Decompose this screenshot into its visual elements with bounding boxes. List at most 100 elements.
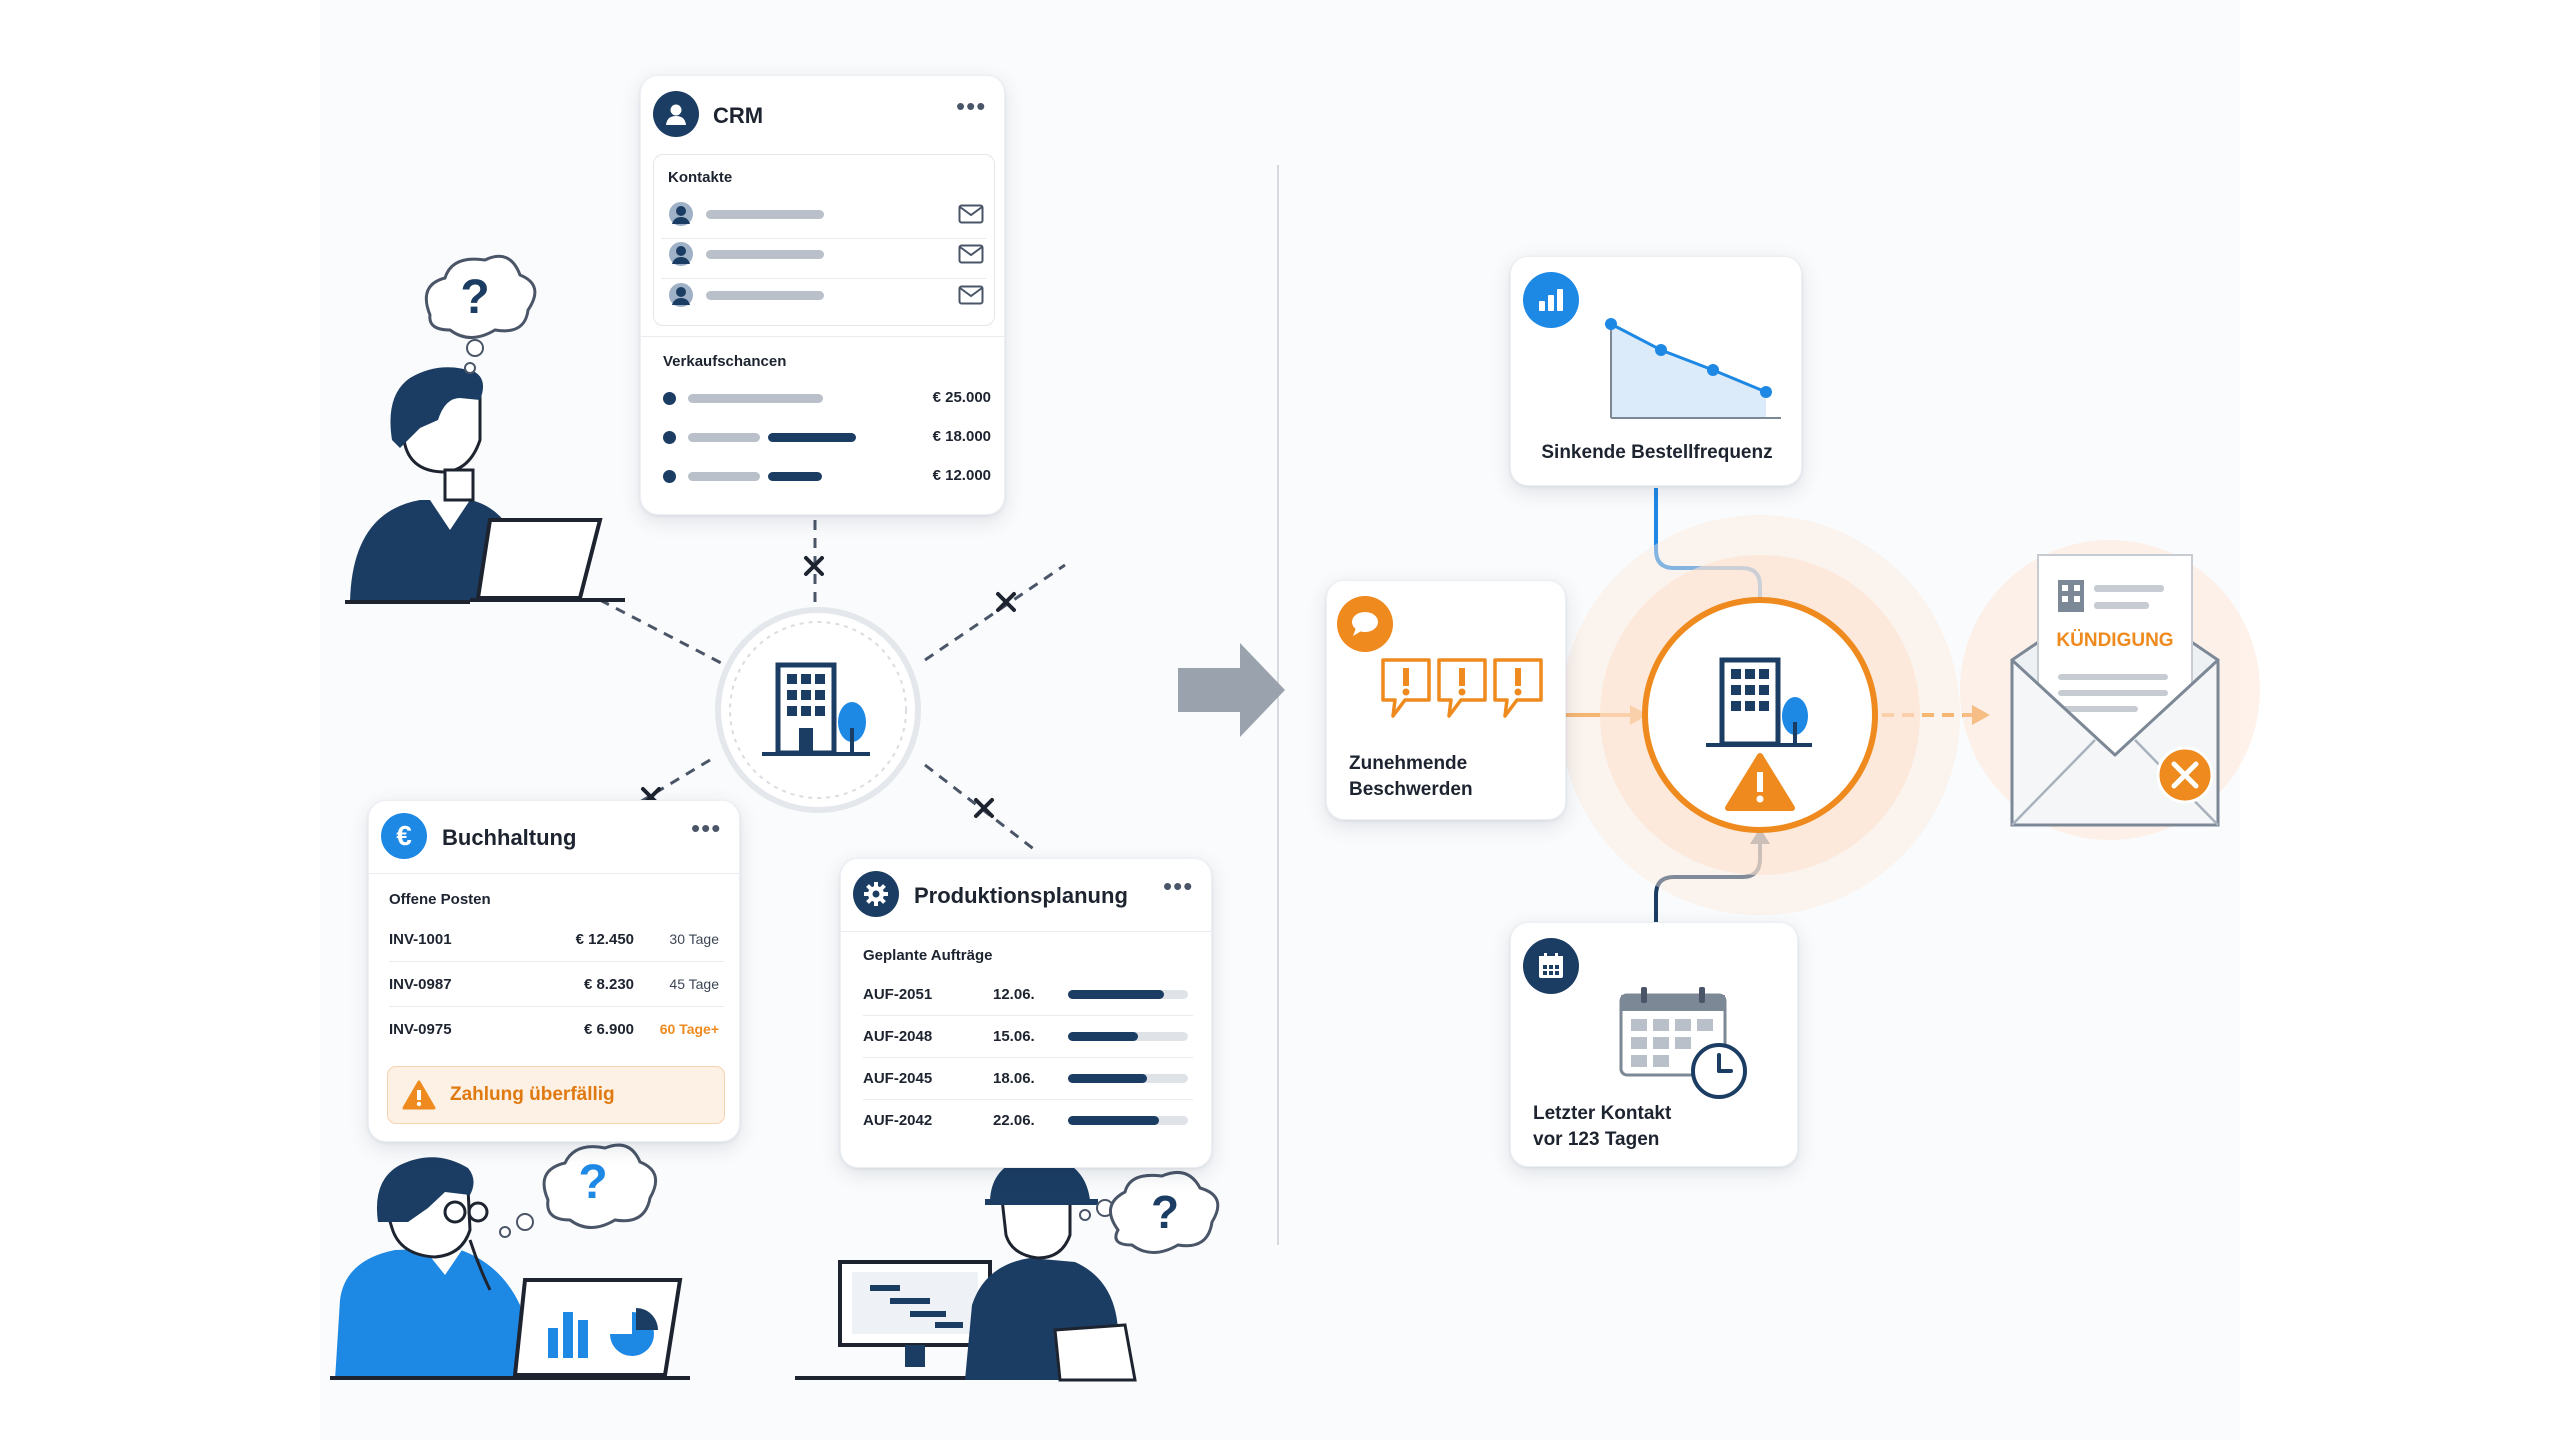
invoice-age: 45 Tage <box>669 976 719 992</box>
contacts-label: Kontakte <box>668 169 733 186</box>
gantt-chart <box>870 1285 963 1328</box>
thought-bubble <box>499 1143 658 1238</box>
overdue-alert[interactable]: Zahlung überfällig <box>387 1066 725 1124</box>
order-date: 18.06. <box>993 1070 1035 1087</box>
person-production-user <box>795 1155 1220 1382</box>
more-options-icon[interactable]: ••• <box>956 91 987 121</box>
more-options-icon[interactable]: ••• <box>1163 871 1194 901</box>
contact-row[interactable] <box>668 201 988 231</box>
divider <box>863 1015 1193 1016</box>
calendar-icon <box>1523 938 1579 994</box>
invoice-row[interactable]: INV-0987 € 8.230 45 Tage <box>389 966 724 1002</box>
person-accounting-user <box>330 1143 690 1380</box>
order-progress <box>1068 990 1164 999</box>
euro-icon: € <box>381 813 427 859</box>
close-icon <box>2156 746 2214 804</box>
open-items-label: Offene Posten <box>389 891 491 908</box>
production-card[interactable]: Produktionsplanung ••• Geplante Aufträge… <box>840 858 1213 1168</box>
opportunity-bar <box>688 433 760 442</box>
crm-card[interactable]: CRM ••• Kontakte Verkaufschance <box>640 75 1006 515</box>
planned-orders-label: Geplante Aufträge <box>863 947 993 964</box>
complaint-icons <box>1381 658 1543 718</box>
invoice-id: INV-0987 <box>389 976 452 993</box>
opportunities-label: Verkaufschancen <box>663 353 787 370</box>
mail-icon <box>958 204 984 224</box>
contact-placeholder <box>706 210 824 219</box>
order-row[interactable]: AUF-2045 18.06. <box>863 1061 1198 1095</box>
opportunity-row[interactable]: € 25.000 <box>663 386 993 410</box>
divider <box>863 1057 1193 1058</box>
contact-placeholder <box>706 250 824 259</box>
question-mark: ? <box>578 1156 608 1209</box>
complaints-card[interactable]: Zunehmende Beschwerden <box>1326 580 1566 820</box>
overdue-alert-text: Zahlung überfällig <box>450 1084 615 1105</box>
divider <box>661 238 986 239</box>
divider <box>863 1099 1193 1100</box>
last-contact-card[interactable]: Letzter Kontakt vor 123 Tagen <box>1510 922 1798 1167</box>
order-id: AUF-2042 <box>863 1112 933 1129</box>
question-mark: ? <box>460 271 490 324</box>
crm-title: CRM <box>713 103 764 128</box>
contact-placeholder <box>706 291 824 300</box>
user-icon <box>653 91 699 137</box>
order-row[interactable]: AUF-2042 22.06. <box>863 1103 1198 1137</box>
invoice-id: INV-1001 <box>389 931 452 948</box>
thought-bubble <box>424 254 537 374</box>
tree-icon <box>838 702 866 754</box>
order-progress <box>1068 1074 1147 1083</box>
order-progress <box>1068 1032 1138 1041</box>
divider <box>841 931 1213 932</box>
divider <box>369 873 741 874</box>
order-progress <box>1068 1116 1159 1125</box>
order-date: 15.06. <box>993 1028 1035 1045</box>
order-row[interactable]: AUF-2051 12.06. <box>863 977 1198 1011</box>
invoice-id: INV-0975 <box>389 1021 452 1038</box>
contacts-box <box>653 154 995 326</box>
opportunity-bar <box>688 394 823 403</box>
clock-icon <box>1691 1043 1747 1099</box>
order-id: AUF-2048 <box>863 1028 933 1045</box>
tree-icon <box>1782 697 1808 745</box>
opportunity-row[interactable]: € 12.000 <box>663 464 993 488</box>
opportunity-value: € 12.000 <box>932 467 991 484</box>
mail-icon <box>958 285 984 305</box>
opportunity-value: € 18.000 <box>932 428 991 445</box>
divider <box>661 278 986 279</box>
thought-bubble <box>1079 1171 1220 1254</box>
order-date: 22.06. <box>993 1112 1035 1129</box>
invoice-row[interactable]: INV-1001 € 12.450 30 Tage <box>389 921 724 957</box>
invoice-amount: € 12.450 <box>575 931 634 948</box>
termination-envelope[interactable]: KÜNDIGUNG <box>2000 550 2230 835</box>
production-title: Produktionsplanung <box>914 883 1128 908</box>
divider <box>641 336 1006 337</box>
opportunity-dot <box>663 392 676 405</box>
warning-icon <box>402 1080 436 1110</box>
order-date: 12.06. <box>993 986 1035 1003</box>
gear-icon <box>853 871 899 917</box>
accounting-card[interactable]: € Buchhaltung ••• Offene Posten INV-1001… <box>368 800 741 1142</box>
close-icon <box>804 556 824 576</box>
invoice-row[interactable]: INV-0975 € 6.900 60 Tage+ <box>389 1011 724 1047</box>
more-options-icon[interactable]: ••• <box>691 813 722 843</box>
order-id: AUF-2051 <box>863 986 933 1003</box>
order-row[interactable]: AUF-2048 15.06. <box>863 1019 1198 1053</box>
opportunity-row[interactable]: € 18.000 <box>663 425 993 449</box>
envelope-icon <box>2010 554 2220 827</box>
order-frequency-card[interactable]: Sinkende Bestellfrequenz <box>1510 256 1802 486</box>
contact-row[interactable] <box>668 282 988 312</box>
invoice-amount: € 6.900 <box>583 1021 634 1038</box>
declining-trend-chart <box>1605 318 1781 419</box>
accounting-title: Buchhaltung <box>442 825 577 850</box>
avatar <box>669 202 693 226</box>
chart-icon <box>1523 272 1579 328</box>
company-hub-left <box>715 607 921 813</box>
termination-label: KÜNDIGUNG <box>2056 630 2174 651</box>
warning-icon <box>1725 753 1795 811</box>
contact-row[interactable] <box>668 241 988 271</box>
complaints-label: Zunehmende Beschwerden <box>1349 753 1473 800</box>
opportunity-dot <box>663 470 676 483</box>
divider <box>389 1006 724 1007</box>
question-mark: ? <box>1150 1186 1180 1238</box>
opportunity-value: € 25.000 <box>932 389 991 406</box>
